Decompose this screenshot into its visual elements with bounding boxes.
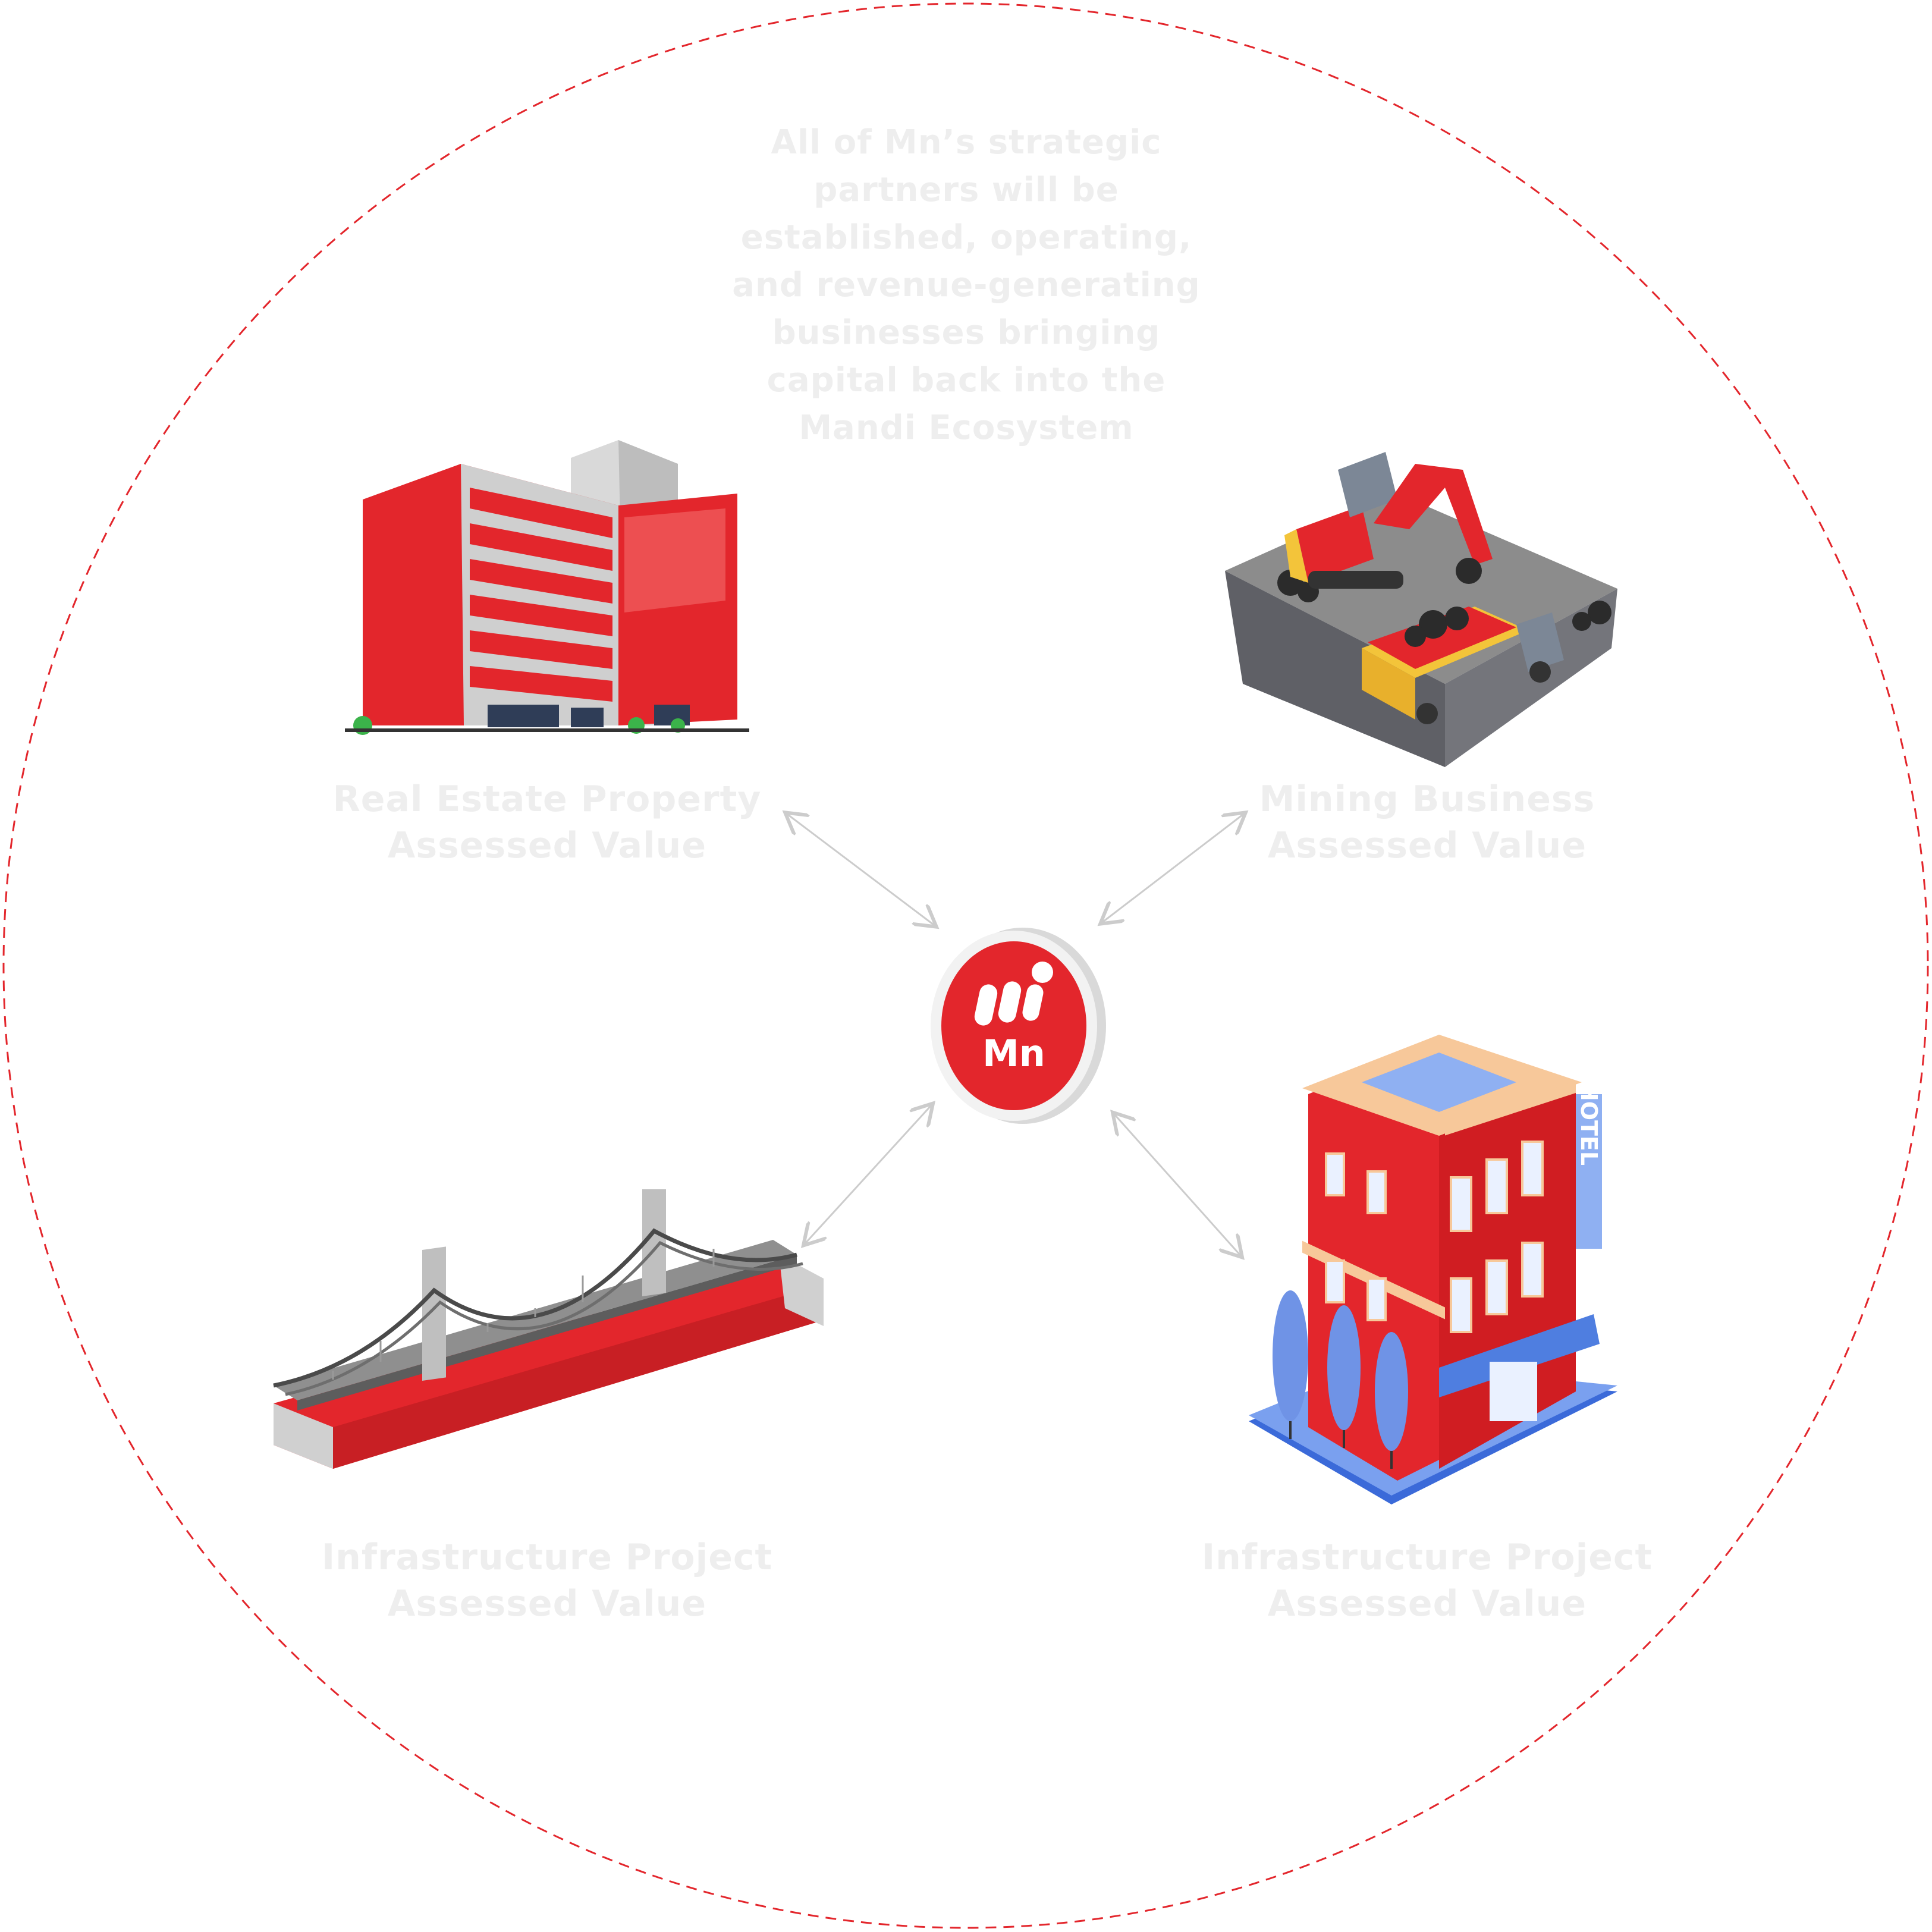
label-line: Assessed Value [387,825,707,866]
arrow-bridge [806,1106,931,1243]
mn-logo-mark [974,962,1053,1026]
infrastructure-bridge-label: Infrastructure Project Assessed Value [279,1534,815,1627]
label-line: Infrastructure Project [1201,1537,1653,1578]
arrow-mining [1103,815,1243,922]
intro-line: businesses bringing [772,313,1161,352]
intro-line: established, operating, [740,218,1192,257]
mining-label: Mining Business Assessed Value [1160,776,1695,869]
hotel-illustration: HOTEL [1249,1035,1617,1504]
arrow-real-estate [788,815,934,925]
intro-line: and revenue-generating [732,266,1201,304]
label-line: Real Estate Property [332,778,762,820]
intro-line: Mandi Ecosystem [799,409,1134,447]
mining-illustration [1225,452,1617,767]
connector-arrows [788,815,1243,1255]
label-line: Assessed Value [1267,825,1587,866]
coin-text: Mn [982,1032,1045,1075]
real-estate-label: Real Estate Property Assessed Value [279,776,815,869]
mn-coin-logo: Mn [931,928,1106,1124]
label-line: Mining Business [1259,778,1595,820]
intro-text: All of Mn’s strategic partners will be e… [690,119,1243,452]
intro-line: partners will be [813,171,1119,209]
label-line: Infrastructure Project [321,1537,773,1578]
label-line: Assessed Value [1267,1583,1587,1625]
label-line: Assessed Value [387,1583,707,1625]
office-building-illustration [345,440,749,735]
intro-line: capital back into the [766,361,1166,400]
bridge-illustration [273,1189,824,1469]
infrastructure-hotel-label: Infrastructure Project Assessed Value [1160,1534,1695,1627]
hotel-sign: HOTEL [1576,1082,1602,1166]
intro-line: All of Mn’s strategic [771,123,1162,162]
arrow-hotel [1115,1115,1240,1255]
